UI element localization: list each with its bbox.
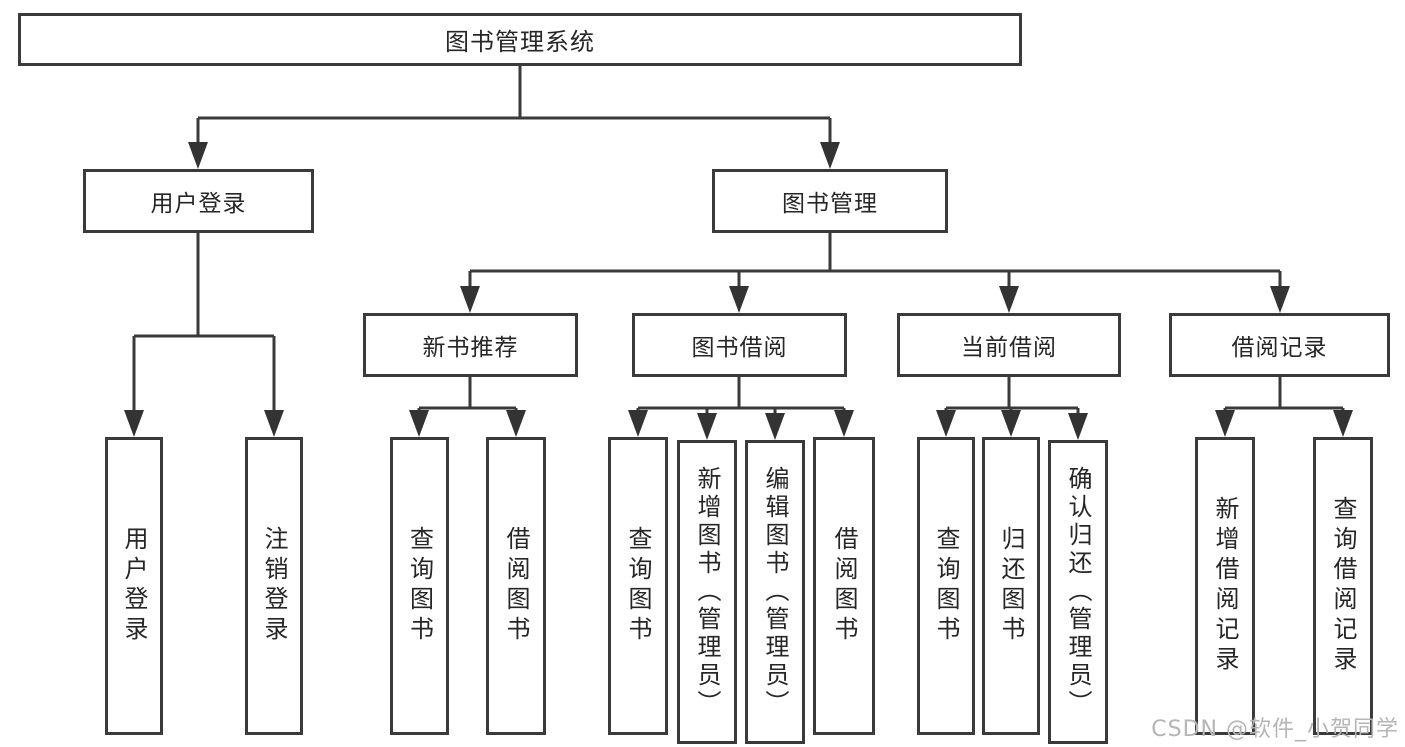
node-user-login-label: 用户登录 <box>150 191 247 217</box>
node-user-login: 用户登录 <box>83 169 314 233</box>
leaf-nb-query-books-label: 查询图书 <box>405 526 434 646</box>
node-new-book-recommend: 新书推荐 <box>363 313 578 377</box>
arrowhead-icons <box>124 142 1353 440</box>
leaf-bb-borrow-books: 借阅图书 <box>813 437 875 735</box>
leaf-nb-borrow-books-label: 借阅图书 <box>502 526 530 646</box>
leaf-bb-add-books-admin: 新增图书（管理员） <box>677 440 737 744</box>
leaf-user-login: 用户登录 <box>105 437 163 735</box>
leaf-logout: 注销登录 <box>245 437 303 735</box>
leaf-bb-add-books-admin-label: 新增图书（管理员） <box>693 466 721 718</box>
leaf-cb-query-books: 查询图书 <box>917 437 975 735</box>
leaf-cb-confirm-return-admin-label: 确认归还（管理员） <box>1064 466 1092 718</box>
node-borrow-records: 借阅记录 <box>1169 313 1390 377</box>
leaf-br-add-record: 新增借阅记录 <box>1195 437 1255 735</box>
leaf-nb-query-books: 查询图书 <box>390 437 449 735</box>
leaf-bb-query-books: 查询图书 <box>608 437 668 735</box>
node-root: 图书管理系统 <box>18 13 1022 66</box>
leaf-bb-borrow-books-label: 借阅图书 <box>830 526 858 646</box>
node-current-borrow-label: 当前借阅 <box>961 335 1057 361</box>
leaf-user-login-label: 用户登录 <box>120 526 148 646</box>
leaf-nb-borrow-books: 借阅图书 <box>486 437 546 735</box>
node-current-borrow: 当前借阅 <box>897 313 1121 377</box>
leaf-br-query-record: 查询借阅记录 <box>1313 437 1373 735</box>
node-book-borrow-label: 图书借阅 <box>691 335 788 361</box>
leaf-cb-return-books: 归还图书 <box>982 437 1040 735</box>
leaf-br-add-record-label: 新增借阅记录 <box>1211 496 1239 676</box>
node-borrow-records-label: 借阅记录 <box>1231 335 1328 361</box>
node-book-borrow: 图书借阅 <box>632 313 847 377</box>
node-root-label: 图书管理系统 <box>445 28 595 56</box>
leaf-cb-confirm-return-admin: 确认归还（管理员） <box>1048 440 1108 744</box>
leaf-bb-edit-books-admin-label: 编辑图书（管理员） <box>761 466 789 718</box>
node-book-management-label: 图书管理 <box>782 191 878 217</box>
node-book-management: 图书管理 <box>712 169 948 233</box>
leaf-bb-query-books-label: 查询图书 <box>624 526 652 646</box>
watermark: CSDN @软件_小贺同学 <box>1151 717 1399 742</box>
leaf-cb-return-books-label: 归还图书 <box>997 526 1025 646</box>
node-new-book-recommend-label: 新书推荐 <box>422 335 519 361</box>
leaf-logout-label: 注销登录 <box>260 526 288 646</box>
leaf-bb-edit-books-admin: 编辑图书（管理员） <box>745 440 805 744</box>
leaf-cb-query-books-label: 查询图书 <box>932 526 960 646</box>
leaf-br-query-record-label: 查询借阅记录 <box>1329 496 1357 676</box>
